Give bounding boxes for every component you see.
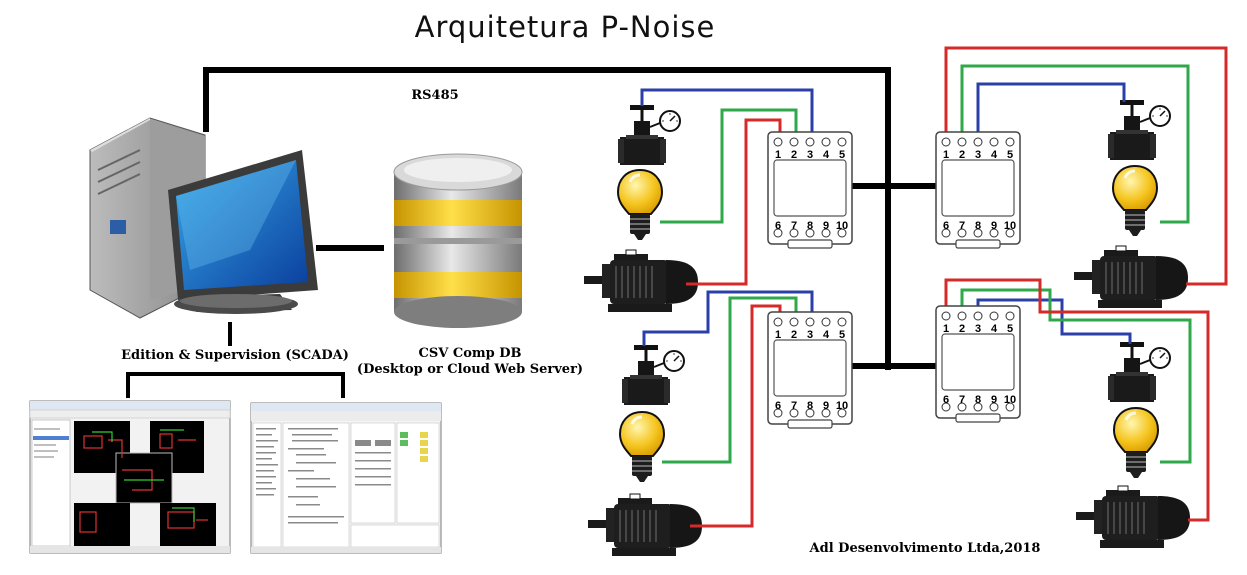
terminal-number: 3	[807, 329, 813, 341]
terminal-number: 7	[791, 220, 797, 232]
terminal-number: 9	[823, 220, 829, 232]
terminal-number: 6	[775, 220, 781, 232]
terminal-number: 10	[1004, 220, 1016, 232]
database-icon	[393, 153, 523, 328]
terminal-number: 1	[943, 149, 949, 161]
motor-icon	[583, 249, 699, 313]
terminal-number: 5	[839, 149, 845, 161]
terminal-number: 5	[1007, 323, 1013, 335]
terminal-number: 2	[791, 329, 797, 341]
computer-icon	[89, 117, 318, 319]
rs485-label: RS485	[411, 88, 459, 103]
terminal-number: 10	[1004, 394, 1016, 406]
valve-icon	[1106, 98, 1172, 162]
terminal-number: 8	[975, 394, 981, 406]
valve-icon	[616, 103, 682, 167]
wiring-bottom-right	[944, 278, 1210, 522]
terminal-number: 3	[975, 149, 981, 161]
terminal-number: 8	[807, 220, 813, 232]
motor-icon	[587, 493, 703, 557]
valve-icon	[1106, 340, 1172, 404]
diagram-title: Arquitetura P-Noise	[414, 10, 716, 44]
terminal-number: 1	[943, 323, 949, 335]
motor-icon	[1073, 245, 1189, 309]
terminal-number: 7	[959, 394, 965, 406]
terminal-number: 4	[991, 149, 998, 161]
terminal-number: 9	[823, 400, 829, 412]
code-editor-screenshot	[250, 402, 442, 554]
terminal-number: 3	[975, 323, 981, 335]
terminal-number: 8	[807, 400, 813, 412]
terminal-number: 10	[836, 220, 848, 232]
terminal-number: 9	[991, 220, 997, 232]
valve-icon	[620, 343, 686, 407]
terminal-number: 2	[959, 323, 965, 335]
terminal-number: 9	[991, 394, 997, 406]
lamp-icon	[616, 168, 664, 242]
terminal-number: 4	[991, 323, 998, 335]
terminal-number: 5	[1007, 149, 1013, 161]
terminal-number: 2	[959, 149, 965, 161]
terminal-number: 6	[943, 394, 949, 406]
lamp-icon	[1111, 164, 1159, 238]
lamp-icon	[1112, 406, 1160, 480]
terminal-number: 4	[823, 149, 830, 161]
terminal-number: 7	[791, 400, 797, 412]
terminal-number: 1	[775, 329, 781, 341]
terminal-number: 10	[836, 400, 848, 412]
terminal-number: 6	[943, 220, 949, 232]
footer-credit: Adl Desenvolvimento Ltda,2018	[809, 541, 1041, 556]
lamp-icon	[618, 410, 666, 484]
wiring-top-left	[640, 88, 814, 286]
terminal-number: 3	[807, 149, 813, 161]
scada-label: Edition & Supervision (SCADA)	[121, 348, 349, 363]
database-label-line2: (Desktop or Cloud Web Server)	[356, 362, 584, 377]
terminal-number: 1	[775, 149, 781, 161]
database-label-line1: CSV Comp DB	[418, 346, 522, 361]
scada-screenshot	[29, 400, 231, 554]
terminal-number: 2	[791, 149, 797, 161]
wiring-top-right	[944, 46, 1228, 286]
motor-icon	[1075, 485, 1191, 549]
terminal-number: 5	[839, 329, 845, 341]
rs485-bus	[203, 67, 940, 370]
terminal-number: 7	[959, 220, 965, 232]
terminal-number: 6	[775, 400, 781, 412]
terminal-number: 4	[823, 329, 830, 341]
screens-bracket	[126, 372, 345, 398]
terminal-number: 8	[975, 220, 981, 232]
